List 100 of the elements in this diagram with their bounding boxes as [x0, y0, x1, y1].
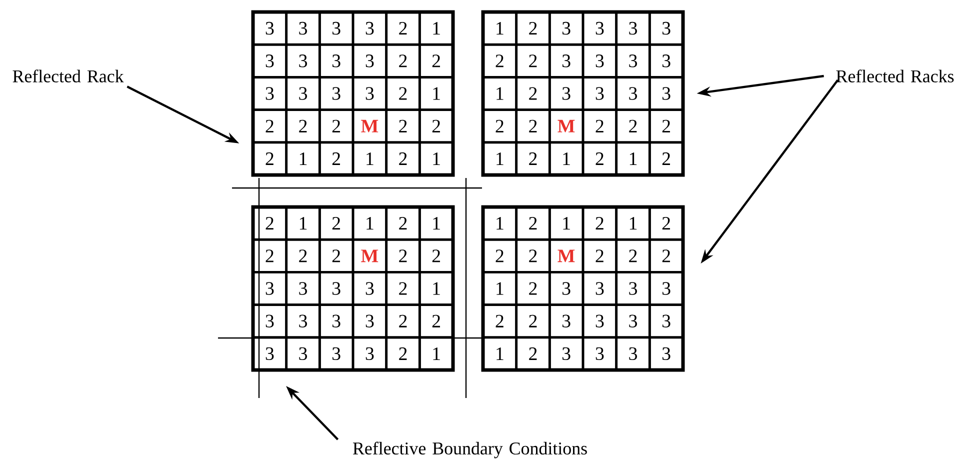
- cell-number: 3: [332, 22, 340, 35]
- cell-number: 3: [596, 22, 604, 35]
- cell-number: 1: [433, 282, 440, 295]
- cell-number: 3: [596, 87, 604, 100]
- cell-number: 3: [332, 282, 340, 295]
- cell-number: 1: [563, 152, 570, 165]
- cell-number: 2: [529, 22, 537, 35]
- cell-number: 3: [629, 347, 637, 360]
- cell-number: 3: [366, 347, 374, 360]
- cell-number: M: [558, 250, 575, 262]
- callout-text: Reflected Racks: [836, 70, 954, 82]
- cell-number: 3: [266, 282, 274, 295]
- cell-number: M: [361, 250, 378, 262]
- cell-number: 3: [596, 347, 604, 360]
- cell-number: 3: [299, 22, 307, 35]
- cell-number: 3: [562, 54, 570, 68]
- cell-number: 3: [366, 282, 374, 295]
- cell-number: 2: [496, 54, 504, 68]
- cell-number: 2: [662, 250, 670, 262]
- cell-number: 2: [662, 152, 670, 165]
- cell-number: 2: [596, 120, 604, 132]
- cell-number: 3: [662, 87, 670, 100]
- cell-number: 1: [563, 217, 570, 230]
- cell-number: 3: [662, 54, 670, 68]
- cell-number: 2: [529, 314, 537, 328]
- cell-number: 2: [529, 54, 537, 68]
- callout-text: Reflected Rack: [12, 70, 124, 82]
- cell-number: 2: [399, 120, 407, 132]
- cell-number: 1: [433, 152, 440, 165]
- cell-number: 2: [332, 120, 340, 132]
- cell-number: 3: [332, 314, 340, 328]
- cell-number: 2: [399, 314, 407, 328]
- cell-number: 2: [529, 282, 537, 295]
- cell-number: 2: [332, 217, 340, 230]
- cell-number: 2: [432, 314, 440, 328]
- cell-number: 2: [529, 152, 537, 165]
- cell-number: 3: [366, 314, 374, 328]
- cell-number: 2: [432, 120, 440, 132]
- cell-number: 1: [300, 217, 307, 230]
- cell-number: 2: [399, 282, 407, 295]
- cell-number: 2: [596, 250, 604, 262]
- cell-number: 3: [266, 54, 274, 68]
- cell-number: M: [361, 120, 378, 132]
- cell-number: 1: [496, 152, 504, 165]
- cell-number: 2: [399, 22, 407, 35]
- cell-number: 2: [399, 152, 407, 165]
- cell-number: 3: [596, 54, 604, 68]
- rack-grid: [481, 205, 685, 372]
- cell-number: 1: [630, 217, 637, 230]
- cell-number: 2: [529, 120, 537, 132]
- cell-number: 1: [630, 152, 637, 165]
- cell-number: 1: [366, 217, 374, 230]
- cell-number: 3: [629, 22, 637, 35]
- cell-number: 1: [496, 22, 504, 35]
- cell-number: 1: [300, 152, 307, 165]
- cell-number: 3: [562, 22, 570, 35]
- cell-number: 3: [299, 54, 307, 68]
- cell-number: 3: [366, 22, 374, 35]
- cell-number: 2: [299, 250, 307, 262]
- cell-number: 2: [432, 250, 440, 262]
- cell-number: 3: [332, 54, 340, 68]
- cell-number: 3: [266, 22, 274, 35]
- cell-number: 2: [662, 120, 670, 132]
- cell-number: 3: [596, 282, 604, 295]
- cell-number: 2: [332, 250, 340, 262]
- cell-number: 2: [629, 250, 637, 262]
- cell-number: 1: [366, 152, 374, 165]
- cell-number: 2: [496, 250, 504, 262]
- cell-number: 3: [266, 347, 274, 360]
- cell-number: 3: [299, 314, 307, 328]
- cell-number: 2: [596, 152, 604, 165]
- cell-number: 3: [562, 347, 570, 360]
- cell-number: 3: [299, 87, 307, 100]
- cell-number: 1: [496, 282, 504, 295]
- cell-number: 2: [529, 87, 537, 100]
- cell-number: 2: [529, 250, 537, 262]
- cell-number: 2: [266, 250, 274, 262]
- cell-number: 2: [629, 120, 637, 132]
- cell-number: 3: [332, 347, 340, 360]
- cell-number: 2: [529, 347, 537, 360]
- cell-number: 2: [399, 347, 407, 360]
- cell-number: 3: [662, 347, 670, 360]
- cell-number: 3: [366, 87, 374, 100]
- cell-number: 3: [629, 87, 637, 100]
- rack-grid: [251, 205, 455, 372]
- cell-number: M: [558, 120, 575, 132]
- cell-number: 2: [596, 217, 604, 230]
- cell-number: 3: [562, 314, 570, 328]
- cell-number: 3: [332, 87, 340, 100]
- cell-number: 2: [299, 120, 307, 132]
- cell-number: 2: [399, 87, 407, 100]
- cell-number: 2: [529, 217, 537, 230]
- cell-number: 2: [332, 152, 340, 165]
- cell-number: 2: [496, 314, 504, 328]
- cell-number: 1: [496, 87, 504, 100]
- cell-number: 2: [399, 250, 407, 262]
- cell-number: 2: [399, 54, 407, 68]
- cell-number: 3: [562, 282, 570, 295]
- cell-number: 3: [629, 282, 637, 295]
- cell-number: 2: [266, 152, 274, 165]
